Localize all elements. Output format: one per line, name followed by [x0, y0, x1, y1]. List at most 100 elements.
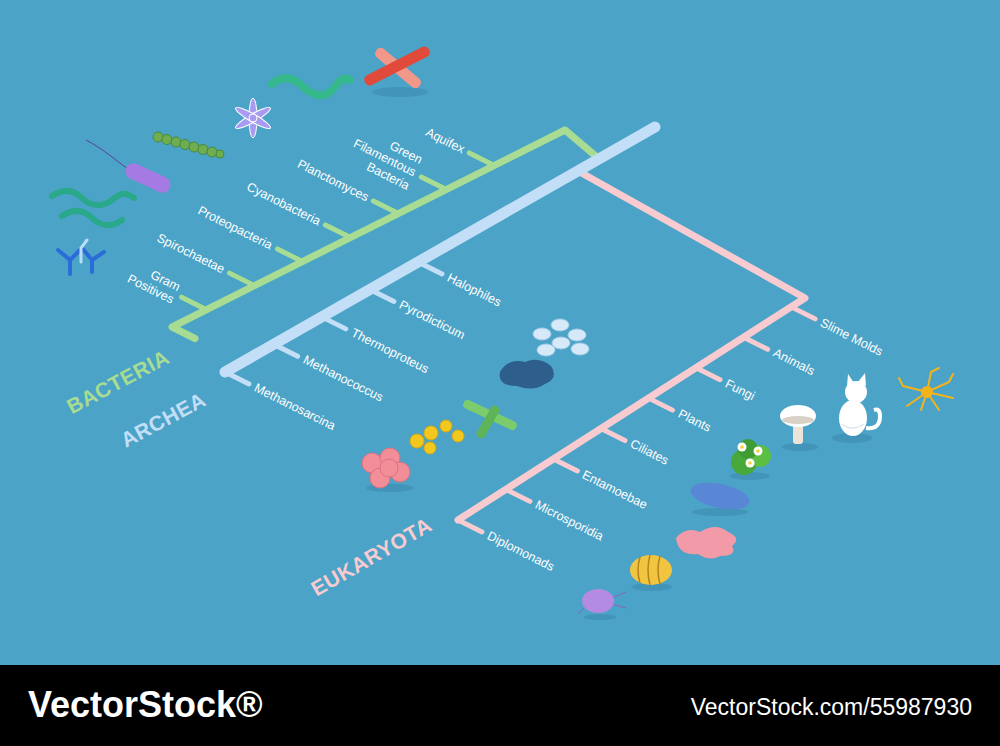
halophiles-icon-part [571, 343, 589, 355]
tree [172, 127, 815, 532]
shadows-part [782, 443, 818, 451]
methanosarcina-icon [362, 448, 410, 488]
cyanobacteria-icon-part [153, 132, 163, 142]
ciliate-icon-part [688, 478, 752, 514]
gram-positive-icon-part [58, 250, 80, 274]
methanococcus-icon [410, 420, 464, 454]
cat-icon-part [866, 410, 880, 429]
planctomyces-icon-part [249, 114, 257, 122]
halophiles-icon-part [551, 319, 569, 331]
mushroom-icon-part [782, 416, 814, 424]
aquifex-icon-part [362, 45, 431, 87]
taxon-label: Halophiles [445, 271, 504, 310]
cyanobacteria-icon-part [207, 147, 217, 157]
halophiles-icon-part [533, 328, 551, 340]
domain-label: BACTERIA [63, 345, 174, 419]
taxon-label: Thermoproteus [349, 325, 431, 376]
planctomyces-icon-part [249, 98, 257, 138]
cat-icon-part [847, 374, 854, 386]
plants-icon-part-part [746, 459, 755, 468]
taxon-label: Cyanobacteria [244, 180, 323, 229]
pyrodicticum-icon-part [500, 360, 554, 389]
plants-icon-part-part [754, 447, 763, 456]
shadows-part [692, 508, 748, 516]
cyanobacteria-icon-part [171, 137, 181, 147]
halophiles-icon-part [552, 337, 570, 349]
planctomyces-icon-part [234, 105, 273, 132]
taxon-label: Plants [675, 407, 713, 435]
cyanobacteria-icon [153, 132, 224, 158]
halophiles-icon [533, 319, 589, 356]
planctomyces-icon-part [234, 105, 273, 132]
methanococcus-icon-part [424, 426, 438, 440]
microsporidia-icon-part [630, 555, 672, 585]
microsporidia-icon [630, 555, 672, 585]
entamoeba-icon-part [676, 527, 736, 559]
plants-icon-part-part [756, 449, 760, 453]
taxon-label: Spirochaetae [154, 231, 226, 277]
cyanobacteria-icon-part [180, 140, 190, 150]
filament-icon [272, 78, 350, 95]
plants-icon-part-part [740, 445, 744, 449]
taxon-label: Methanosarcina [252, 381, 338, 434]
methanococcus-icon-part [440, 420, 452, 432]
diplomonad-icon-part [582, 589, 614, 613]
taxon-label: Gram Positives [114, 254, 182, 307]
spirochaete-icon-part [52, 191, 134, 205]
proteobacteria-icon [86, 140, 173, 195]
shadows [366, 87, 872, 620]
shadows-part [584, 614, 616, 620]
cyanobacteria-icon-part [162, 135, 172, 145]
taxon-label: Slime Molds [818, 315, 885, 358]
methanosarcina-icon-part [380, 459, 398, 477]
gram-positive-icon-part [81, 240, 87, 262]
halophiles-icon-part [537, 344, 555, 356]
slime-mold-icon [899, 368, 953, 410]
thermoproteus-icon [462, 399, 518, 440]
cat-icon-part [839, 400, 867, 436]
filament-icon-part [272, 78, 350, 95]
cat-icon [839, 373, 880, 436]
gram-positive-icon-part [82, 248, 104, 272]
mushroom-icon [780, 405, 816, 444]
planctomyces-icon [234, 98, 273, 138]
cyanobacteria-icon-part [198, 145, 208, 155]
plants-icon-part-part [748, 461, 752, 465]
domain-label: EUKARYOTA [307, 513, 436, 601]
mushroom-icon-part [780, 405, 816, 427]
taxon-label: Animals [770, 346, 816, 379]
taxon-label: Pyrodicticum [397, 298, 467, 343]
archea-branch [225, 127, 655, 372]
spirochaete-icon-part [62, 211, 122, 225]
halophiles-icon-part [568, 329, 586, 341]
taxon-label: Entamoebae [580, 468, 650, 513]
proteobacteria-icon-part [86, 140, 128, 169]
diplomonad-icon [578, 589, 626, 614]
eukaryota-branch [458, 171, 805, 520]
taxon-label: Ciliates [628, 437, 671, 468]
taxon-label: Diplomonads [485, 529, 557, 574]
ciliate-icon [688, 478, 752, 514]
taxon-label: Proteopacteria [196, 203, 275, 252]
methanococcus-icon-part [424, 442, 436, 454]
spirochaete-icon [52, 191, 134, 225]
cyanobacteria-icon-part [189, 142, 199, 152]
taxon-label: Fungi [723, 376, 757, 403]
shadows-part [372, 87, 428, 97]
pyrodicticum-icon [500, 360, 554, 389]
taxon-label: Methanococcus [300, 353, 385, 405]
methanococcus-icon-part [452, 430, 464, 442]
cat-icon-part [858, 373, 866, 386]
methanococcus-icon-part [410, 434, 424, 448]
watermark: VectorStock.com/55987930 [691, 694, 972, 720]
cyanobacteria-icon-part [216, 150, 224, 158]
gram-positive-icon [58, 240, 104, 274]
taxon-label: Aquifex [423, 125, 467, 157]
microsporidia-icon-part [638, 555, 660, 585]
slime-mold-icon-part [899, 368, 953, 410]
proteobacteria-icon-part [123, 161, 173, 196]
entamoeba-icon [676, 527, 736, 559]
cat-icon-part [842, 424, 864, 428]
watermark: VectorStock® [28, 684, 263, 725]
